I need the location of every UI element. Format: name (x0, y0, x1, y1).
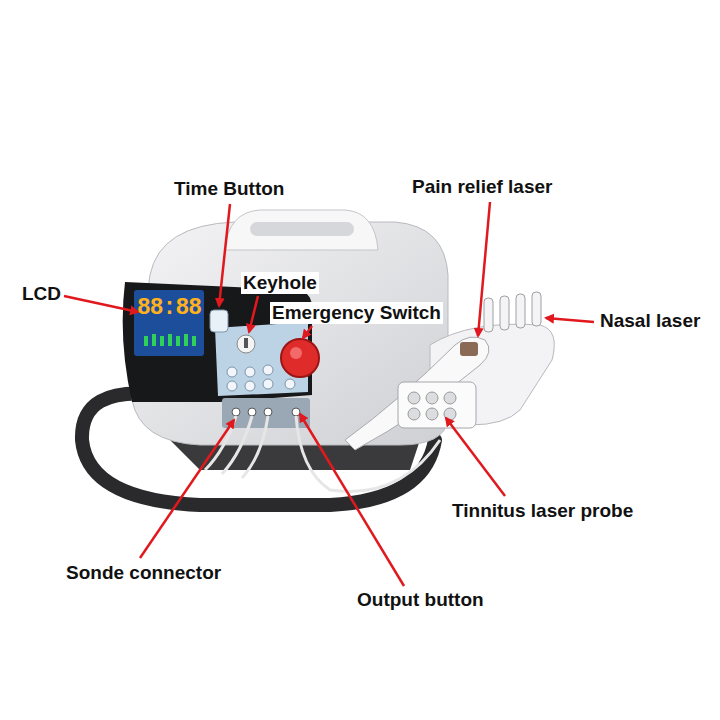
front-panel (123, 282, 312, 402)
lcd-bars (144, 334, 196, 346)
part-label: Nasal laser (598, 310, 702, 332)
nasal-laser (484, 292, 541, 332)
lcd-screen (134, 290, 204, 356)
part-label: Tinnitus laser probe (450, 500, 635, 522)
handle-slot (250, 222, 354, 236)
time-button (210, 310, 228, 332)
pain-relief-laser (345, 337, 489, 450)
top-handle (225, 210, 378, 250)
keyhole-slot (244, 338, 248, 348)
part-label: Pain relief laser (410, 176, 554, 198)
switch-highlight (290, 347, 302, 359)
laser-window (460, 342, 478, 356)
connector-sockets (232, 408, 300, 416)
part-label: LCD (20, 283, 63, 305)
tinnitus-probe (398, 382, 476, 428)
tinnitus-buttons (408, 392, 456, 420)
emergency-switch (281, 339, 319, 377)
part-label: Output button (355, 589, 486, 611)
part-label: Time Button (172, 178, 286, 200)
part-label: Sonde connector (64, 562, 223, 584)
lcd-digits: 88:88 (137, 294, 201, 322)
leader-arrows (64, 202, 594, 586)
keyhole (237, 335, 255, 353)
part-label: Emergency Switch (270, 302, 443, 324)
part-label: Keyhole (241, 272, 319, 294)
